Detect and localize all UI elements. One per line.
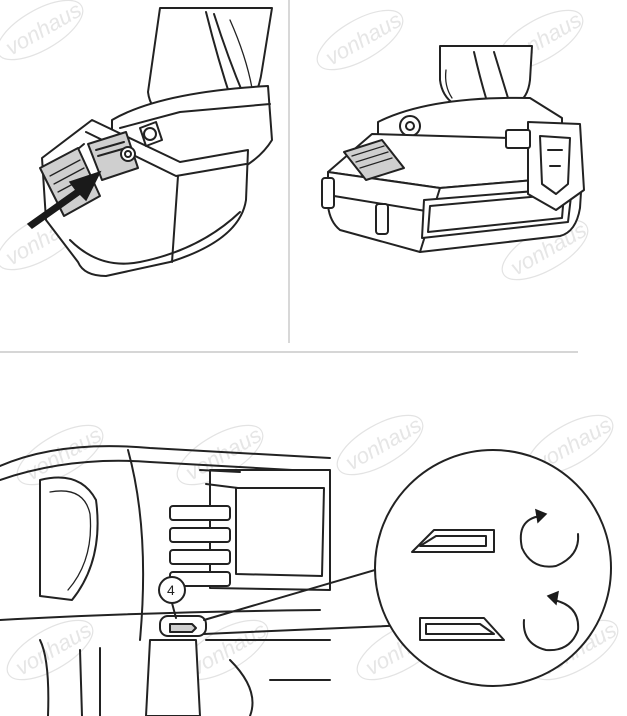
insert-arrow-icon bbox=[26, 170, 102, 229]
magnified-switch-view bbox=[374, 449, 612, 687]
drill-body-illustration: 4 bbox=[0, 445, 433, 716]
switch-arrow-icon bbox=[169, 623, 197, 633]
clockwise-rotation-icon bbox=[519, 515, 580, 568]
battery-insert-illustration bbox=[26, 7, 273, 277]
counterclockwise-rotation-icon bbox=[522, 599, 580, 652]
callout-number: 4 bbox=[167, 582, 175, 598]
magnifier-circle bbox=[374, 449, 612, 687]
battery-fitted-illustration bbox=[321, 45, 585, 253]
